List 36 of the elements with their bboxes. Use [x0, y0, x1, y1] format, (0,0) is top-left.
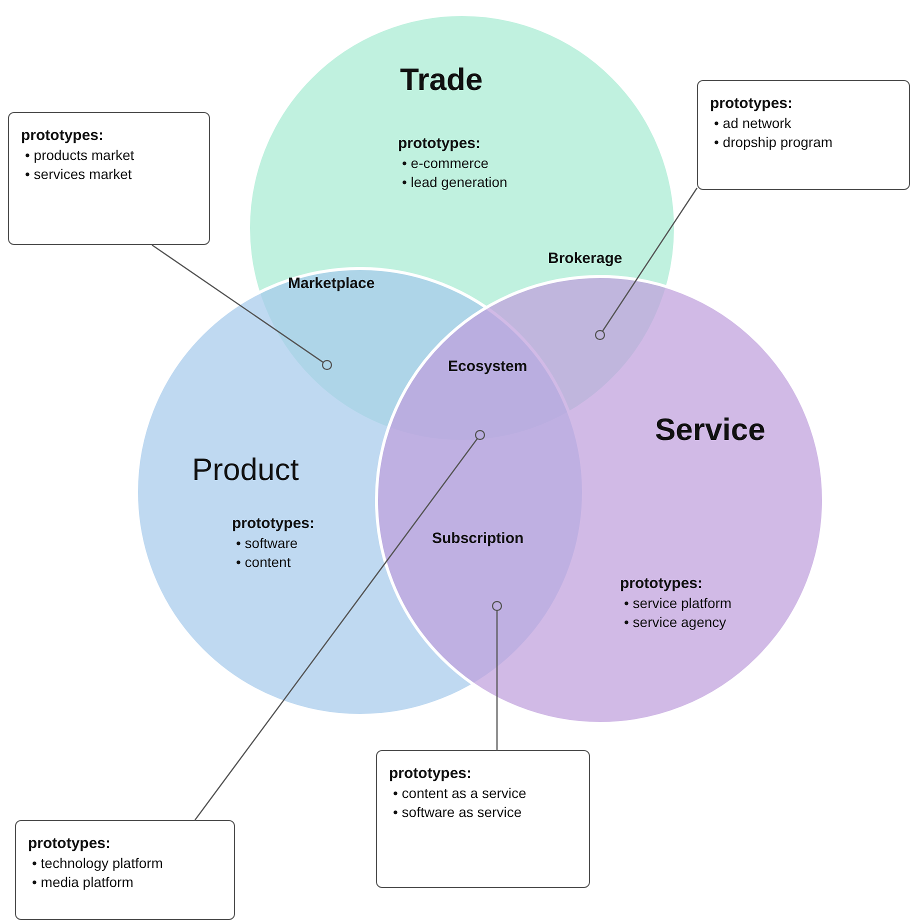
leader-line [602, 188, 698, 332]
prototypes-heading: prototypes: [28, 835, 112, 852]
prototypes-heading: prototypes: [389, 765, 472, 782]
callout-box [8, 112, 210, 245]
list-item: • software as service [393, 803, 523, 822]
prototypes-heading: prototypes: [398, 135, 482, 152]
leader-line [496, 610, 498, 750]
leader-line [194, 438, 478, 820]
circle-title: Trade [400, 62, 483, 98]
list-item: • content as a service [393, 784, 528, 803]
circle-title: Product [192, 452, 299, 488]
leader-line [152, 244, 324, 363]
list-item: • service platform [624, 594, 732, 613]
list-item: • content [236, 553, 292, 572]
region-label: Marketplace [288, 275, 375, 292]
list-item: • products market [25, 146, 136, 165]
prototypes-heading: prototypes: [21, 127, 104, 144]
prototypes-heading: prototypes: [620, 575, 704, 592]
list-item: • e-commerce [402, 154, 490, 173]
list-item: • services market [25, 165, 133, 184]
list-item: • lead generation [402, 173, 508, 192]
list-item: • dropship program [714, 133, 834, 152]
list-item: • software [236, 534, 299, 553]
callout-box [376, 750, 590, 888]
callout-box [15, 820, 235, 920]
region-label: Ecosystem [448, 358, 528, 375]
prototypes-heading: prototypes: [232, 515, 314, 532]
prototypes-heading: prototypes: [710, 95, 794, 112]
circle-title: Service [655, 412, 766, 448]
list-item: • media platform [32, 873, 134, 892]
region-label: Brokerage [548, 250, 622, 267]
callout-box [697, 80, 910, 190]
list-item: • technology platform [32, 854, 164, 873]
region-label: Subscription [432, 530, 524, 547]
list-item: • ad network [714, 114, 792, 133]
list-item: • service agency [624, 613, 728, 632]
